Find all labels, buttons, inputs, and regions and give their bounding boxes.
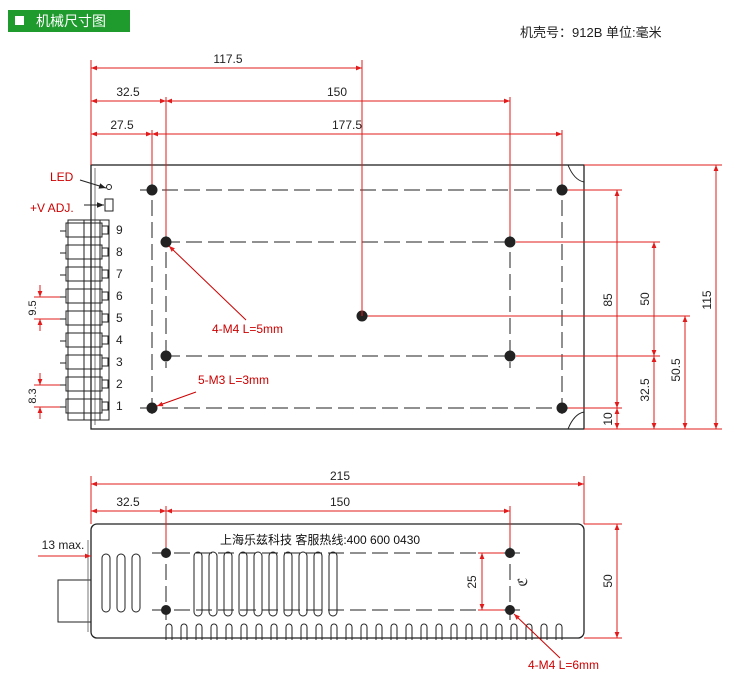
terminal-number: 2 (116, 377, 123, 391)
section-title: 机械尺寸图 (36, 13, 106, 29)
dimension-label: 50 (601, 574, 615, 588)
terminal-screw (60, 288, 109, 304)
m4-leader (168, 245, 247, 321)
dimension-label: 13 max. (42, 538, 85, 552)
dimension-label: 150 (327, 85, 347, 99)
m4-side-hole (161, 548, 171, 558)
case-unit-info: 机壳号：912B 单位:毫米 (520, 25, 662, 40)
bottom-vent-slots (165, 623, 563, 640)
m3-mount-hole (146, 402, 158, 414)
top-view: LED +V ADJ. 9 8 7 6 5 4 3 2 1 (27, 52, 722, 430)
terminal-screw (60, 376, 109, 392)
vadj-potentiometer (104, 198, 114, 212)
dimension-label: 85 (601, 293, 615, 307)
led-label: LED (50, 170, 74, 184)
terminal-screw (60, 266, 109, 282)
m3-mount-hole (556, 402, 568, 414)
terminal-number: 9 (116, 223, 123, 237)
m4-label: 4-M4 L=5mm (212, 322, 283, 336)
square-icon (15, 16, 24, 25)
m4-mount-hole (504, 350, 516, 362)
led-leader (79, 179, 107, 189)
terminal-number: 1 (116, 399, 123, 413)
dimension-label: 8.3 (27, 388, 39, 403)
terminal-number: 4 (116, 333, 123, 347)
m4-side-hole (505, 548, 515, 558)
top-view-corner (567, 411, 585, 430)
dimension-label: 50.5 (669, 358, 683, 382)
terminal-screw (60, 332, 109, 348)
terminal-number: 3 (116, 355, 123, 369)
terminal-screw (60, 244, 109, 260)
dimension-label: 115 (700, 290, 714, 309)
dimension-label: 50 (638, 292, 652, 306)
top-view-outline (90, 164, 585, 430)
m3-mount-hole (556, 184, 568, 196)
dimension-label: 215 (330, 469, 350, 483)
m3-leader (156, 391, 197, 407)
terminal-number: 6 (116, 289, 123, 303)
terminal-screw (60, 398, 109, 414)
m4-mount-hole (504, 236, 516, 248)
vadj-label: +V ADJ. (30, 201, 74, 215)
dimension-label: 32.5 (116, 85, 140, 99)
dimension-label: 150 (330, 495, 350, 509)
side-view: 上海乐兹科技 客服热线:400 600 0430 ℭ 215 32.5 150 … (38, 469, 622, 672)
m4-side-leader (513, 613, 561, 659)
vendor-hotline: 上海乐兹科技 客服热线:400 600 0430 (220, 532, 420, 547)
top-view-corner (567, 164, 585, 183)
dimension-label: 117.5 (213, 52, 242, 66)
section-header: 机械尺寸图 (8, 10, 130, 32)
m3-label: 5-M3 L=3mm (198, 373, 269, 387)
output-connector (57, 579, 92, 623)
led-indicator (106, 184, 112, 190)
terminal-block (60, 219, 110, 421)
m3-mount-hole (146, 184, 158, 196)
terminal-number: 5 (116, 311, 123, 325)
m4-mount-hole (160, 350, 172, 362)
dimension-label: 9.5 (27, 300, 39, 315)
vent-slots (101, 551, 338, 617)
cert-mark: ℭ (515, 577, 530, 586)
m4-side-hole (505, 605, 515, 615)
dimension-label: 10 (601, 412, 615, 426)
dimension-label: 177.5 (332, 118, 362, 132)
terminal-number: 7 (116, 267, 123, 281)
terminal-number: 8 (116, 245, 123, 259)
terminal-screw (60, 354, 109, 370)
dimension-label: 32.5 (638, 378, 652, 402)
terminal-screw (60, 222, 109, 238)
m4-side-hole (161, 605, 171, 615)
dimension-label: 25 (465, 575, 479, 589)
m4-side-label: 4-M4 L=6mm (528, 658, 599, 672)
dimension-label: 32.5 (116, 495, 140, 509)
terminal-screw (60, 310, 109, 326)
m4-mount-hole (160, 236, 172, 248)
dimension-label: 27.5 (110, 118, 134, 132)
